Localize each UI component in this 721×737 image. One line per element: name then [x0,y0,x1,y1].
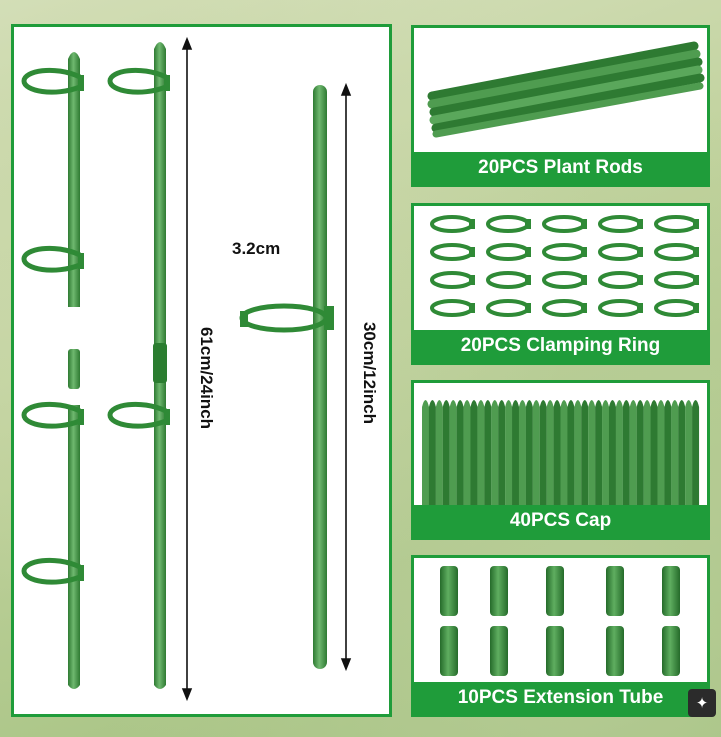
cap [491,400,499,507]
cap [664,400,672,507]
cap [685,400,693,507]
cap [588,400,596,507]
clamping-ring-panel: 20PCS Clamping Ring [411,203,710,365]
clamping-rings-image [430,215,699,317]
cap [505,400,513,507]
cap [567,400,575,507]
plant-rods-label: 20PCS Plant Rods [414,152,707,184]
cap [546,400,554,507]
cap [595,400,603,507]
cap [463,400,471,507]
caps-image [422,400,700,507]
short-length-label: 30cm/12inch [360,321,379,425]
cap-label: 40PCS Cap [414,505,707,537]
cap [422,400,429,507]
magic-wand-icon[interactable]: ✦ [688,689,716,717]
long-dimension-arrow [181,36,193,702]
cap [428,400,436,507]
extension-tube-panel: 10PCS Extension Tube [411,555,710,717]
cap [678,400,686,507]
cap [622,400,630,507]
stake-diagram [21,36,352,702]
cap [553,400,561,507]
cap-panel: 40PCS Cap [411,380,710,540]
plant-rods-panel: 20PCS Plant Rods [411,25,710,187]
short-dimension-arrow [340,82,352,672]
cap [518,400,526,507]
cap [650,400,658,507]
stake-short [239,85,334,669]
cap [657,400,665,507]
cap [484,400,492,507]
extension-tube [68,349,80,389]
cap [477,400,485,507]
cap [581,400,589,507]
cap [442,400,450,507]
cap [435,400,443,507]
extension-tube-label: 10PCS Extension Tube [414,682,707,714]
cap [602,400,610,507]
clamping-ring-label: 20PCS Clamping Ring [414,330,707,362]
cap [608,400,616,507]
cap [470,400,478,507]
cap [525,400,533,507]
cap [629,400,637,507]
cap [671,400,679,507]
long-length-label: 61cm/24inch [197,326,216,430]
cap [636,400,644,507]
cap [449,400,457,507]
cap [532,400,540,507]
plant-rods-image [427,41,705,138]
dimension-diagram-panel [11,24,392,717]
cap [615,400,623,507]
cap [539,400,547,507]
cap [456,400,464,507]
cap [560,400,568,507]
cap [512,400,520,507]
stake-middle [107,42,170,689]
cap [498,400,506,507]
cap [692,400,700,507]
ring-width-label: 3.2cm [232,239,281,258]
cap [574,400,582,507]
stake-left [21,52,84,689]
cap [643,400,651,507]
extension-tubes-image [440,566,680,676]
